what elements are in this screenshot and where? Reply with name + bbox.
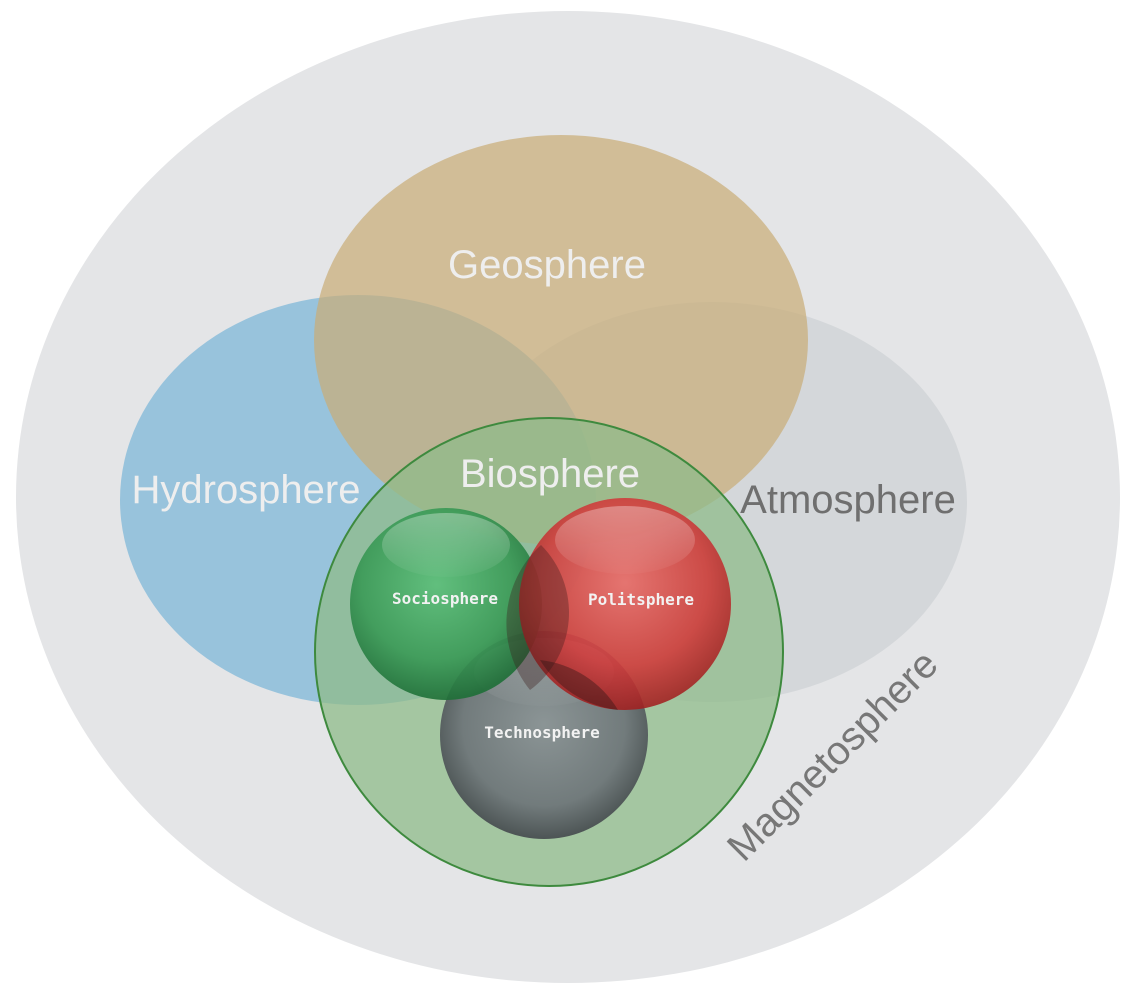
politsphere-label: Politsphere — [588, 590, 694, 609]
geosphere-shape — [314, 135, 808, 545]
sociosphere-label: Sociosphere — [392, 589, 498, 608]
socio-polit-overlap — [506, 545, 569, 690]
sociosphere-sphere — [350, 508, 542, 700]
hydrosphere-label: Hydrosphere — [131, 468, 360, 512]
politsphere-sphere — [519, 498, 731, 710]
technosphere-label: Technosphere — [484, 723, 600, 742]
geosphere-label: Geosphere — [448, 243, 646, 287]
polit-techno-overlap — [540, 660, 618, 710]
biosphere-label: Biosphere — [460, 452, 640, 496]
atmosphere-label: Atmosphere — [740, 478, 956, 522]
